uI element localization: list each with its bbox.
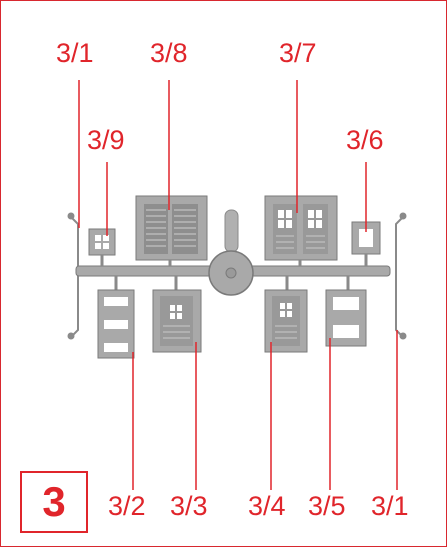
sprue-stem xyxy=(224,209,239,253)
part-3-7-double-window xyxy=(264,195,338,266)
label-3-6: 3/6 xyxy=(346,125,384,155)
leader-lines xyxy=(78,80,398,490)
label-3-5: 3/5 xyxy=(308,491,346,521)
part-3-3-door xyxy=(152,276,202,353)
figure-number: 3 xyxy=(42,478,66,525)
label-3-9: 3/9 xyxy=(87,125,125,155)
label-3-4: 3/4 xyxy=(248,491,286,521)
label-3-2: 3/2 xyxy=(108,491,146,521)
label-3-1-bottom: 3/1 xyxy=(371,491,409,521)
label-3-8: 3/8 xyxy=(150,38,188,68)
label-3-3: 3/3 xyxy=(170,491,208,521)
label-3-7: 3/7 xyxy=(279,38,317,68)
figure-number-box: 3 xyxy=(20,471,88,533)
left-rod xyxy=(67,212,79,340)
right-rod xyxy=(395,212,407,340)
part-3-9-small-window xyxy=(88,228,116,266)
part-3-2-triple-frame xyxy=(97,276,135,359)
part-3-8-shutters xyxy=(135,195,208,266)
label-3-1-top: 3/1 xyxy=(56,38,94,68)
part-3-4-door xyxy=(264,276,308,353)
part-3-5-double-frame xyxy=(325,276,367,347)
